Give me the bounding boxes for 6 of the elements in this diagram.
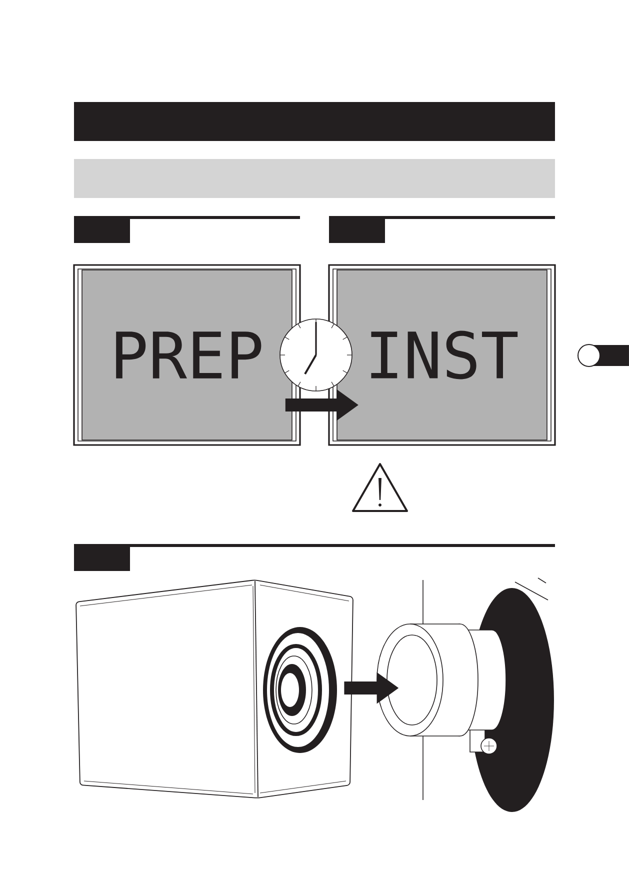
lcd-display: INST	[328, 264, 556, 446]
subtitle-bar	[74, 159, 555, 198]
valve-drawing	[376, 578, 554, 812]
title-bar	[74, 102, 555, 141]
lcd-display: PREP	[73, 264, 301, 446]
device-drawing	[76, 580, 354, 798]
